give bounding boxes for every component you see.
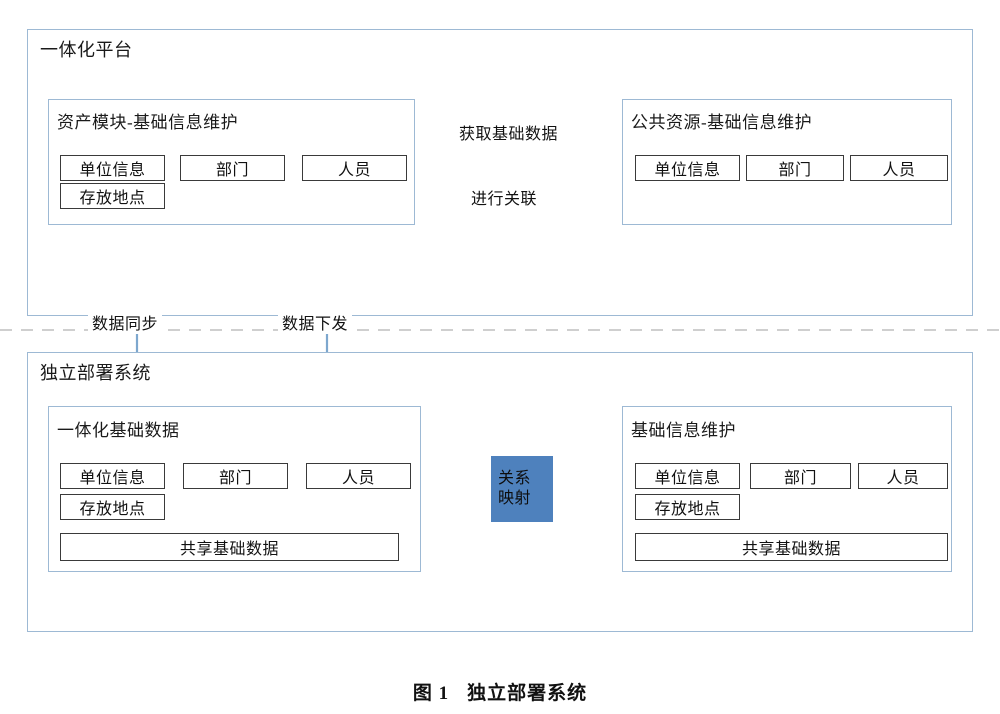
zone-platform-title: 一体化平台 bbox=[40, 40, 133, 60]
chip-department[interactable]: 部门 bbox=[183, 463, 288, 489]
mapping-block-line2: 映射 bbox=[498, 490, 532, 507]
chip-unit-info[interactable]: 单位信息 bbox=[60, 463, 165, 489]
edge-label-data-sync: 数据同步 bbox=[88, 310, 163, 334]
chip-storage-location[interactable]: 存放地点 bbox=[635, 494, 740, 520]
chip-shared-base-data[interactable]: 共享基础数据 bbox=[60, 533, 399, 561]
chip-department[interactable]: 部门 bbox=[746, 155, 844, 181]
chip-department[interactable]: 部门 bbox=[180, 155, 285, 181]
chip-personnel[interactable]: 人员 bbox=[850, 155, 948, 181]
mapping-block-line1: 关系 bbox=[498, 470, 532, 487]
zone-standalone-title: 独立部署系统 bbox=[40, 363, 151, 383]
chip-storage-location[interactable]: 存放地点 bbox=[60, 183, 165, 209]
mapping-block[interactable]: 关系 映射 bbox=[491, 456, 553, 522]
figure-caption: 图 1 独立部署系统 bbox=[0, 678, 1000, 705]
chip-unit-info[interactable]: 单位信息 bbox=[60, 155, 165, 181]
panel-public-resource-title: 公共资源-基础信息维护 bbox=[631, 113, 813, 132]
figure-caption-number: 图 1 bbox=[412, 683, 450, 704]
panel-integrated-base-data-title: 一体化基础数据 bbox=[57, 421, 180, 440]
edge-label-make-association: 进行关联 bbox=[467, 185, 542, 209]
edge-label-fetch-base-data: 获取基础数据 bbox=[455, 120, 563, 144]
panel-basic-info-maintenance-title: 基础信息维护 bbox=[631, 421, 736, 440]
chip-shared-base-data[interactable]: 共享基础数据 bbox=[635, 533, 948, 561]
chip-personnel[interactable]: 人员 bbox=[858, 463, 948, 489]
chip-unit-info[interactable]: 单位信息 bbox=[635, 463, 740, 489]
chip-storage-location[interactable]: 存放地点 bbox=[60, 494, 165, 520]
chip-department[interactable]: 部门 bbox=[750, 463, 851, 489]
chip-personnel[interactable]: 人员 bbox=[302, 155, 407, 181]
panel-asset-module-title: 资产模块-基础信息维护 bbox=[57, 113, 239, 132]
chip-personnel[interactable]: 人员 bbox=[306, 463, 411, 489]
chip-unit-info[interactable]: 单位信息 bbox=[635, 155, 740, 181]
figure-caption-text: 独立部署系统 bbox=[467, 683, 588, 704]
edge-label-data-distribute: 数据下发 bbox=[278, 310, 353, 334]
